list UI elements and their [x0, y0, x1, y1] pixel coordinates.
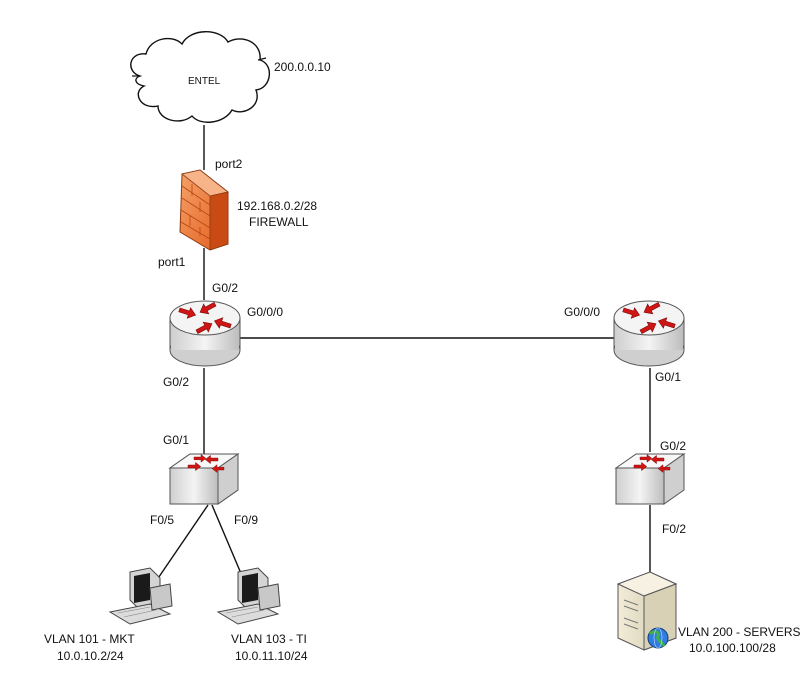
pc-ti-ip: 10.0.11.10/24	[235, 649, 308, 663]
pc-mkt-vlan: VLAN 101 - MKT	[44, 632, 135, 646]
switch-right-port-top: G0/2	[660, 439, 686, 453]
router-left-port-bottom: G0/2	[163, 375, 189, 389]
cloud-label: ENTEL	[188, 76, 221, 87]
switch-left-port-top: G0/1	[163, 433, 189, 447]
firewall-port-bottom: port1	[158, 255, 186, 269]
server-ip: 10.0.100.100/28	[689, 641, 776, 655]
pc-ti-vlan: VLAN 103 - TI	[231, 632, 307, 646]
server-icon	[616, 571, 678, 651]
router-right-port-left: G0/0/0	[564, 305, 600, 319]
router-icon	[169, 299, 241, 367]
router-right-port-bottom: G0/1	[655, 370, 681, 384]
links	[149, 125, 651, 591]
pc-icon	[216, 567, 281, 625]
server-vlan: VLAN 200 - SERVERS	[678, 625, 801, 639]
switch-icon	[168, 453, 240, 505]
link-switch-pc-mkt	[149, 504, 209, 591]
cloud-ip: 200.0.0.10	[274, 60, 331, 74]
router-icon	[613, 299, 685, 367]
firewall-port-top: port2	[215, 157, 243, 171]
router-left-port-top: G0/2	[212, 281, 238, 295]
router-left-port-right: G0/0/0	[247, 305, 283, 319]
firewall-name: FIREWALL	[249, 215, 309, 229]
pc-mkt-ip: 10.0.10.2/24	[57, 649, 124, 663]
firewall-icon	[179, 169, 229, 251]
firewall-ip: 192.168.0.2/28	[237, 199, 317, 213]
pc-icon	[108, 567, 173, 625]
switch-left-port-left: F0/5	[150, 513, 174, 527]
cloud-icon	[130, 31, 270, 123]
switch-icon	[614, 453, 686, 505]
switch-left-port-right: F0/9	[234, 513, 258, 527]
switch-right-port-bottom: F0/2	[662, 522, 686, 536]
